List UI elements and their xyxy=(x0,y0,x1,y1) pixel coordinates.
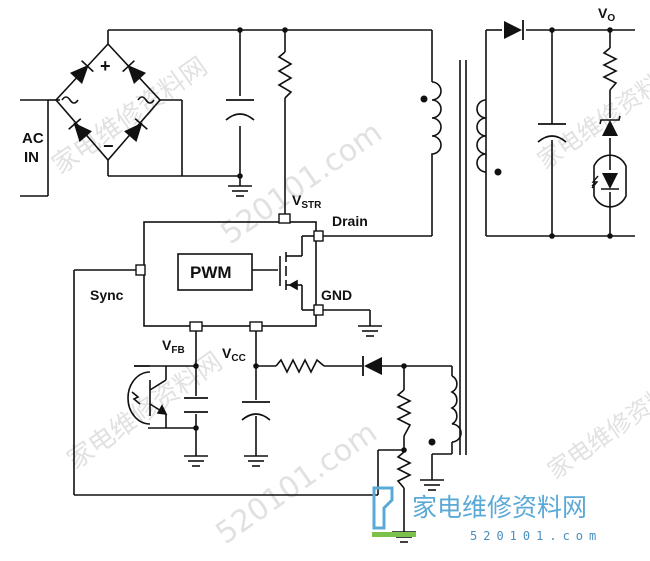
drain-pin xyxy=(313,230,324,242)
watermark-url: 520101.com xyxy=(210,415,384,552)
ground-symbol xyxy=(244,455,268,467)
vcc-pin xyxy=(249,321,263,332)
light-emission-icon xyxy=(591,175,599,189)
zener-diode xyxy=(599,115,621,136)
watermark-text: 家电维修资料网 xyxy=(542,366,650,485)
bridge-diode xyxy=(122,60,147,85)
vfb-pin xyxy=(189,321,203,332)
transformer xyxy=(431,60,487,455)
led-resistor xyxy=(602,47,618,91)
bridge-plus-label: + xyxy=(100,56,111,76)
gnd-label: GND xyxy=(321,287,352,303)
vfb-label: VFB xyxy=(162,337,185,356)
vcc-capacitor xyxy=(241,401,271,421)
optocoupler-led xyxy=(591,154,627,208)
ac-in-label-line1: AC xyxy=(22,130,44,147)
vcc-label: VCC xyxy=(222,345,246,364)
drain-label: Drain xyxy=(332,213,368,229)
ac-in-label-line2: IN xyxy=(24,149,39,166)
ground-symbol xyxy=(358,325,382,337)
secondary-winding xyxy=(476,99,487,173)
divider-resistor-bottom xyxy=(396,451,412,489)
bridge-rectifier xyxy=(54,42,162,162)
tilde-icon xyxy=(137,96,155,104)
auxiliary-winding xyxy=(450,375,462,443)
ground-symbol xyxy=(228,185,252,197)
pwm-controller-ic xyxy=(135,213,324,332)
pwm-label: PWM xyxy=(190,263,232,282)
bridge-diode xyxy=(124,118,148,143)
polarity-dot xyxy=(494,168,502,176)
vstr-resistor xyxy=(277,51,293,99)
watermark-text: 家电维修资料网 xyxy=(532,56,650,175)
sync-label: Sync xyxy=(90,287,124,303)
site-logo: 家电维修资料网 520101.com xyxy=(372,486,602,543)
mosfet-icon xyxy=(252,235,314,311)
sync-pin xyxy=(135,264,146,276)
output-diode xyxy=(504,20,524,40)
vcc-series-resistor xyxy=(275,358,325,374)
pwm-block xyxy=(177,253,253,291)
vstr-pin xyxy=(278,213,291,224)
divider-resistor-top xyxy=(396,389,412,437)
bridge-minus-label: − xyxy=(103,136,114,156)
vfb-capacitor xyxy=(184,397,208,413)
aux-diode xyxy=(362,356,382,376)
vo-label: VO xyxy=(598,5,615,24)
bridge-diode xyxy=(68,118,92,143)
logo-text: 家电维修资料网 xyxy=(412,493,587,522)
logo-url: 520101.com xyxy=(470,529,602,543)
ground-symbol xyxy=(184,455,208,467)
polarity-dot xyxy=(420,95,428,103)
tilde-icon xyxy=(61,96,79,104)
bulk-capacitor xyxy=(225,99,255,121)
bridge-diode xyxy=(69,60,94,85)
bridge-diamond xyxy=(54,42,162,162)
output-capacitor xyxy=(537,123,567,143)
light-input-icon xyxy=(131,391,141,405)
polarity-dot xyxy=(428,438,436,446)
primary-winding xyxy=(431,81,442,156)
logo-mark-icon xyxy=(372,486,394,530)
phototransistor xyxy=(127,365,168,428)
vstr-label: VSTR xyxy=(292,192,322,211)
ground-symbol xyxy=(420,479,444,491)
wires xyxy=(20,29,635,532)
junction-dots xyxy=(193,27,613,453)
gnd-pin xyxy=(313,304,324,316)
